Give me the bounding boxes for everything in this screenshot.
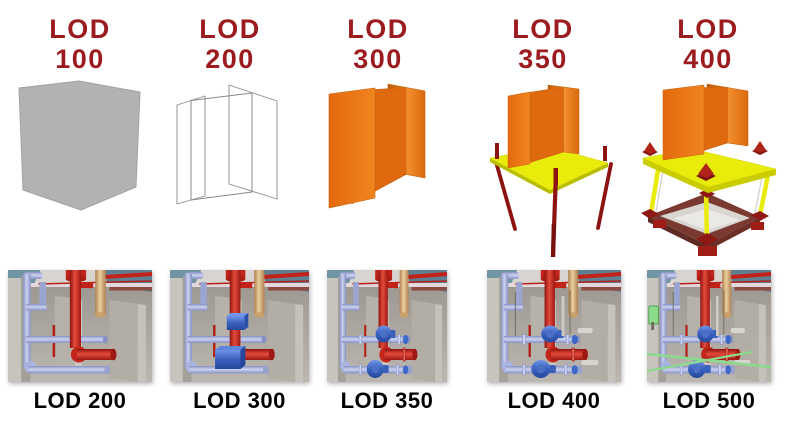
lod-200-photo-label: LOD 200 <box>33 388 127 413</box>
mep-piping-render <box>647 270 771 382</box>
lod-400-photo <box>487 270 621 382</box>
lod-200-photo <box>8 270 152 382</box>
lod-300-label-line2: 300 <box>353 44 403 74</box>
lod-200-photo-card: LOD 200 <box>8 270 152 414</box>
lod-300-label: LOD 300 <box>308 14 448 74</box>
lod-350-photo-label: LOD 350 <box>340 388 434 413</box>
lod-100-figure: LOD 100 <box>10 14 150 211</box>
mep-piping-render <box>487 270 621 382</box>
lod-400-label-line1: LOD <box>677 14 739 44</box>
mep-piping-render <box>8 270 152 382</box>
lod-500-photo <box>647 270 771 382</box>
lod-350-label: LOD 350 <box>468 14 618 74</box>
lod-200-label-line1: LOD <box>199 14 261 44</box>
lod-350-photo-card: LOD 350 <box>327 270 447 414</box>
lod-300-photo-label: LOD 300 <box>193 388 286 413</box>
lod-350-figure: LOD 350 <box>468 14 618 258</box>
lod-350-photo <box>327 270 447 382</box>
lod-200-figure: LOD 200 <box>160 14 300 205</box>
solid-column-graphic <box>328 83 426 209</box>
lod-100-label-line1: LOD <box>49 14 111 44</box>
lod-400-photo-label: LOD 400 <box>507 388 601 413</box>
lod-300-photo <box>170 270 309 382</box>
column-bolted-plate-footing-graphic <box>641 83 777 256</box>
lod-300-figure: LOD 300 <box>308 14 448 209</box>
wireframe-column-graphic <box>176 84 278 205</box>
lod-350-label-line1: LOD <box>512 14 574 44</box>
lod-400-label: LOD 400 <box>628 14 788 74</box>
lod-100-label-line2: 100 <box>55 44 105 74</box>
massing-box-graphic <box>18 80 141 211</box>
lod-400-figure: LOD 400 <box>628 14 788 256</box>
mep-piping-render <box>327 270 447 382</box>
lod-300-label-line1: LOD <box>347 14 409 44</box>
column-base-plate-anchors-graphic <box>489 84 613 258</box>
lod-500-photo-label: LOD 500 <box>662 388 756 413</box>
mep-piping-render <box>170 270 309 382</box>
lod-200-label: LOD 200 <box>160 14 300 74</box>
lod-400-photo-card: LOD 400 <box>487 270 621 414</box>
lod-400-label-line2: 400 <box>683 44 733 74</box>
lod-200-label-line2: 200 <box>205 44 255 74</box>
lod-500-photo-card: LOD 500 <box>647 270 771 414</box>
lod-300-photo-card: LOD 300 <box>170 270 309 414</box>
lod-100-label: LOD 100 <box>10 14 150 74</box>
lod-350-label-line2: 350 <box>518 44 568 74</box>
